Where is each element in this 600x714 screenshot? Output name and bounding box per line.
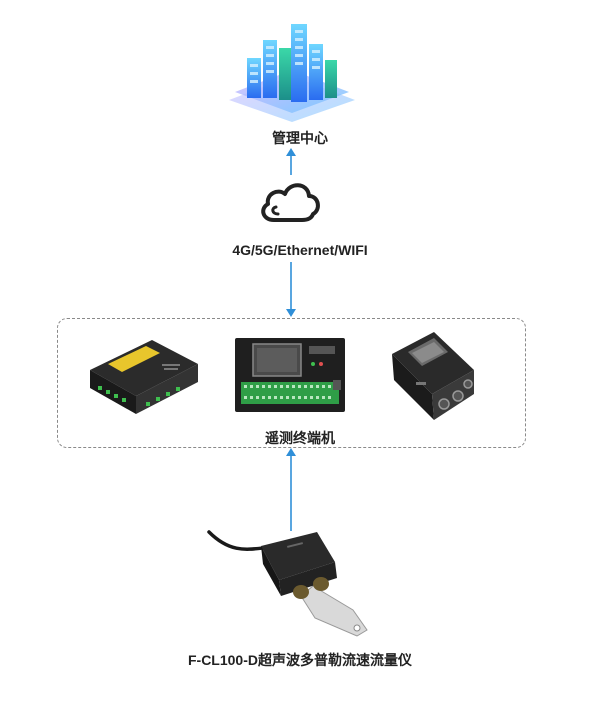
doppler-meter-label: F-CL100-D超声波多普勒流速流量仪 [187,652,412,668]
arrow-up-network-to-center [286,148,296,175]
rtu-device-1-image [90,340,198,414]
arrow-up-meter-to-rtu [286,448,296,531]
management-center-label: 管理中心 [272,130,328,146]
rtu-group-box [57,318,526,448]
cloud-icon [261,183,320,222]
city-servers-icon [229,24,355,122]
rtu-device-2-image [235,338,345,412]
doppler-sensor-image [207,530,368,637]
rtu-device-3-image [392,332,474,420]
arrow-down-network-to-rtu [286,262,296,317]
rtu-label: 遥测终端机 [265,430,335,446]
network-label: 4G/5G/Ethernet/WIFI [232,242,368,258]
